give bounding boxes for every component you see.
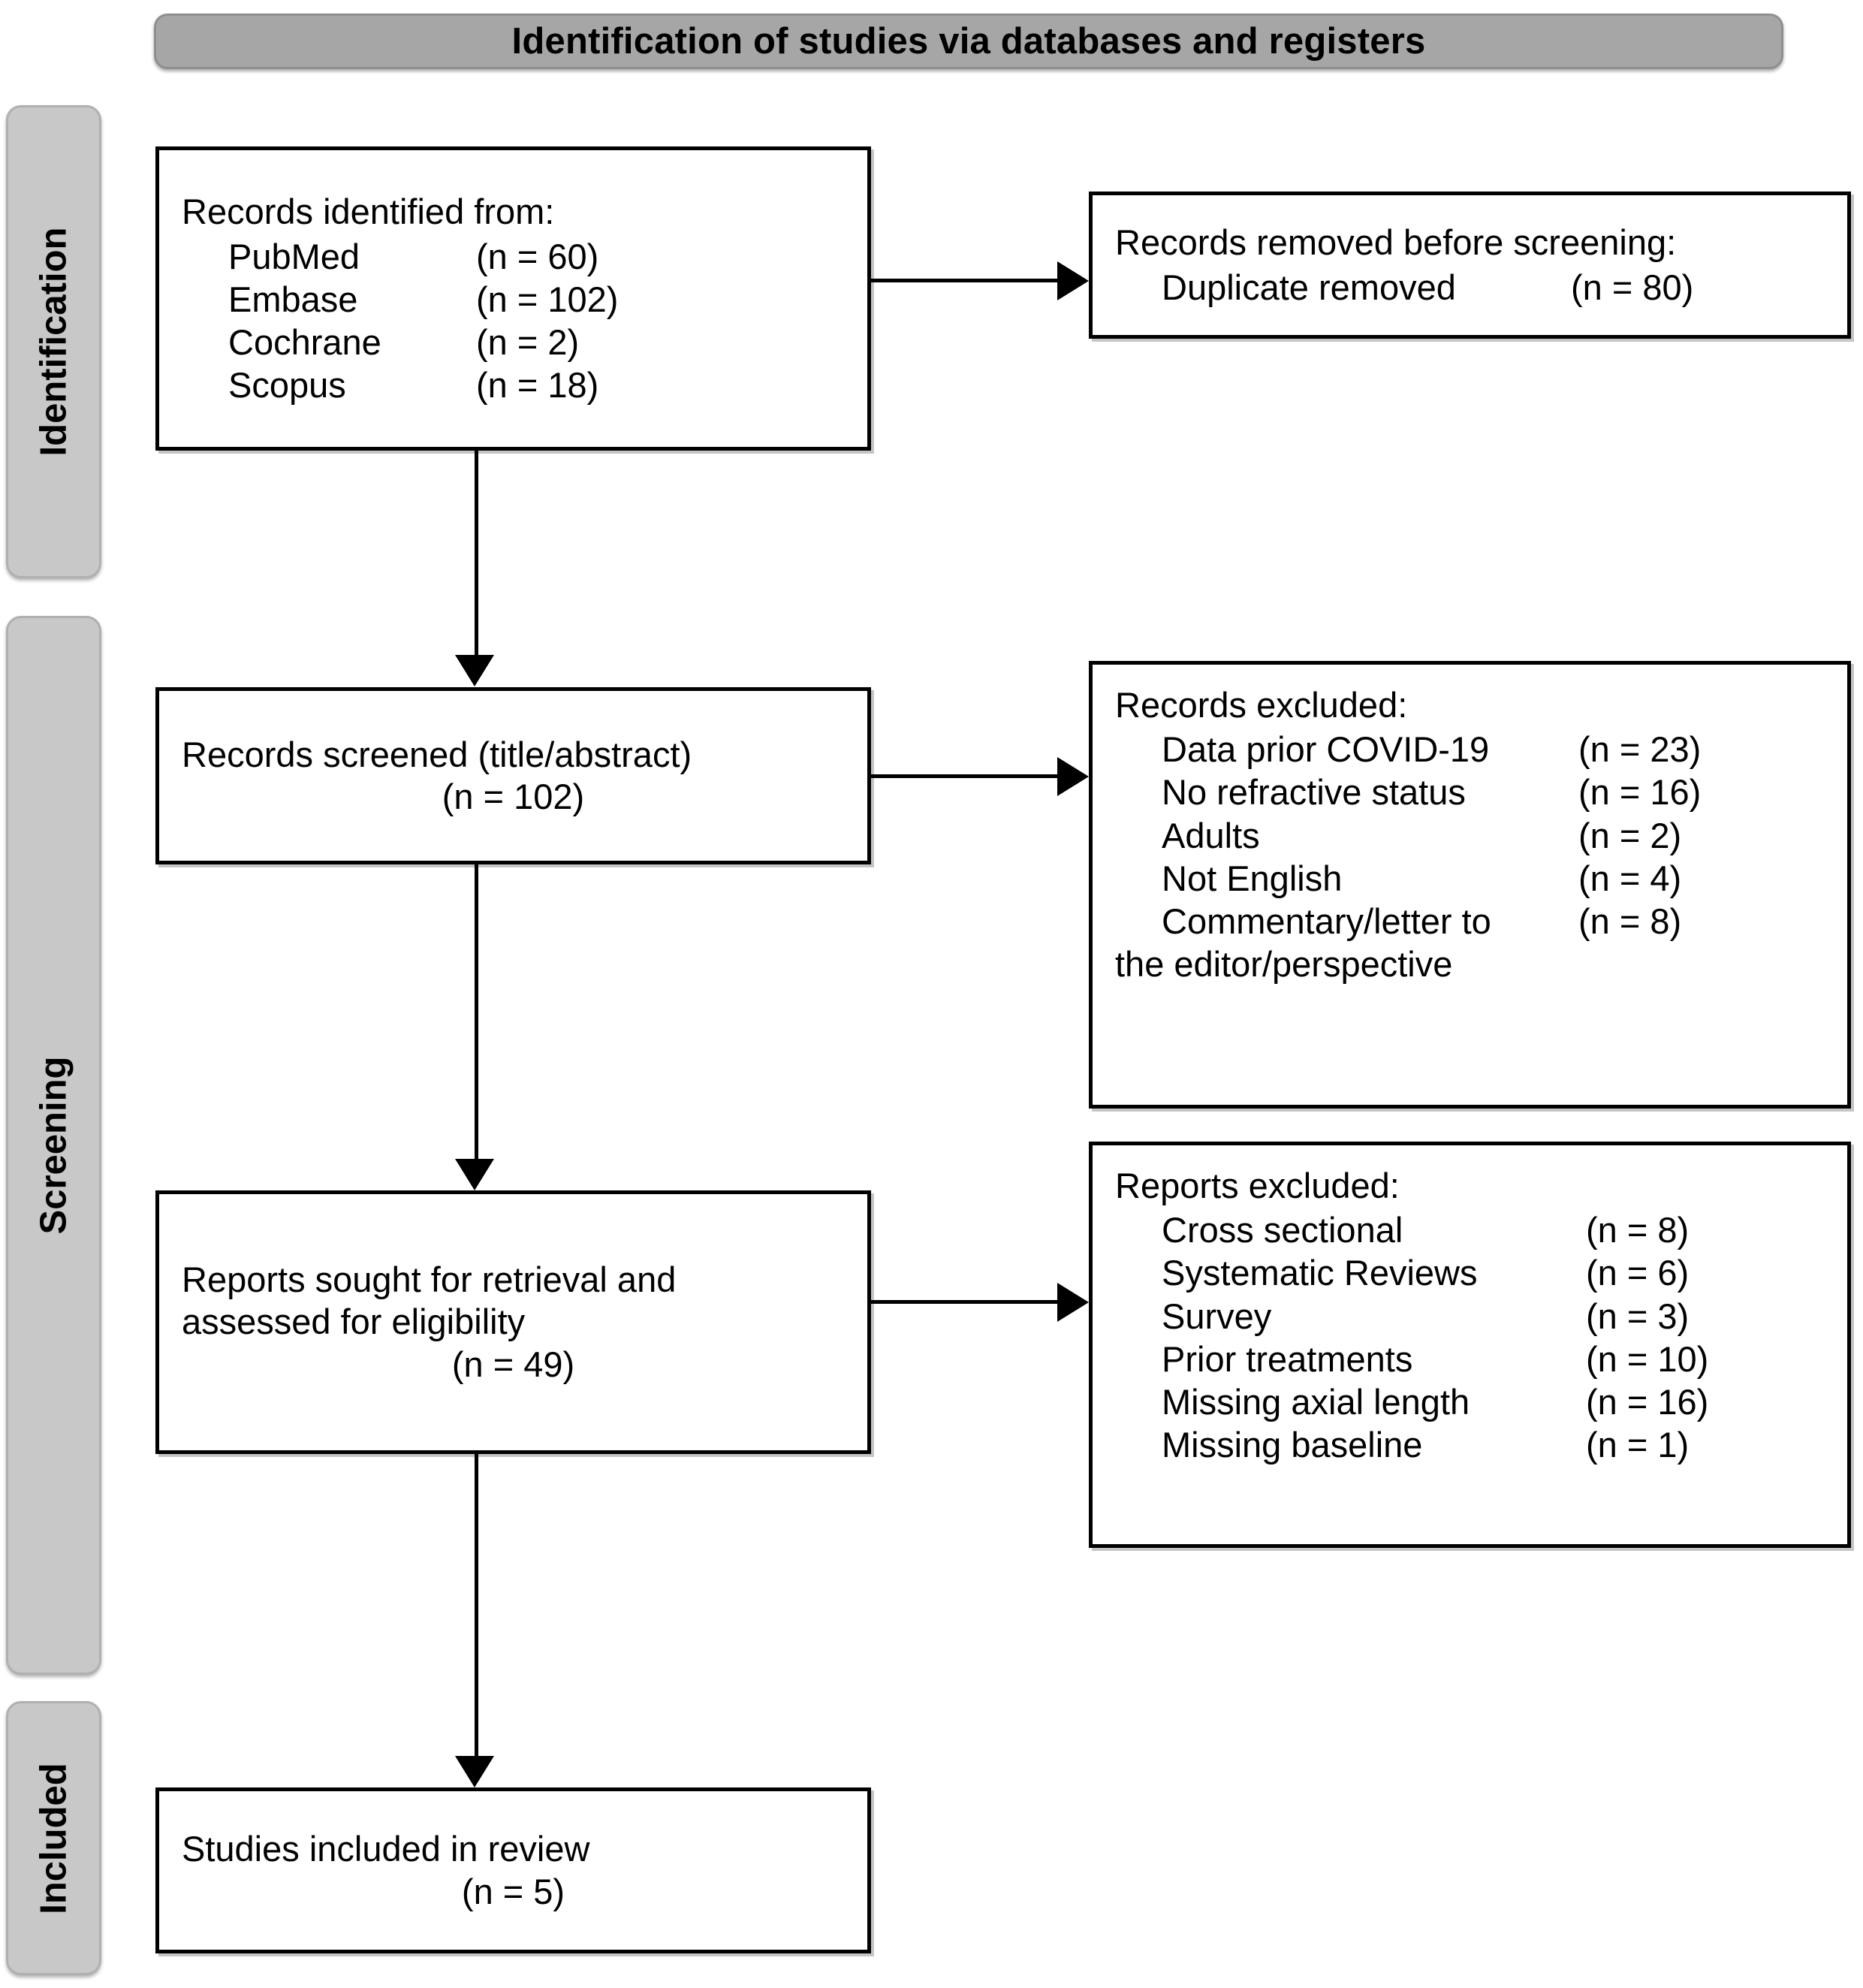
connector-sought-to-included-arrowhead	[455, 1756, 494, 1787]
box-records-removed-reasons: Duplicate removed (n = 80)	[1115, 266, 1825, 309]
reason-label: Missing axial length	[1162, 1381, 1470, 1422]
reason-label: Adults	[1162, 815, 1260, 855]
box-records-identified: Records identified from: PubMed (n = 60)…	[155, 146, 871, 451]
stage-label-identification: Identification	[33, 227, 74, 457]
connector-sought-to-included-line	[475, 1454, 478, 1756]
reason-count: (n = 3)	[1586, 1296, 1690, 1336]
box-studies-included-count: (n = 5)	[461, 1871, 565, 1911]
reason-count: (n = 2)	[1578, 815, 1682, 855]
reason-row: Survey (n = 3)	[1162, 1295, 1825, 1338]
reason-row: Adults (n = 2)	[1162, 814, 1825, 857]
reason-count: (n = 16)	[1578, 772, 1702, 813]
reason-count: (n = 8)	[1578, 900, 1682, 941]
reason-row: Missing baseline (n = 1)	[1162, 1423, 1825, 1466]
reason-row: Duplicate removed (n = 80)	[1162, 266, 1825, 309]
reason-label: Duplicate removed	[1162, 267, 1456, 307]
connector-screened-to-records-excluded-arrowhead	[1057, 757, 1089, 796]
source-row: Scopus (n = 18)	[228, 364, 845, 406]
connector-identified-to-screened-line	[475, 451, 478, 655]
connector-identified-to-removed-arrowhead	[1057, 261, 1089, 300]
box-records-screened-count: (n = 102)	[442, 777, 585, 816]
box-studies-included-title: Studies included in review	[182, 1829, 590, 1869]
box-records-excluded-title: Records excluded:	[1115, 685, 1408, 725]
box-reports-excluded-reasons: Cross sectional (n = 8) Systematic Revie…	[1115, 1208, 1825, 1466]
connector-identified-to-removed-line	[871, 279, 1060, 282]
box-records-removed-title: Records removed before screening:	[1115, 222, 1677, 263]
box-records-screened-title: Records screened (title/abstract)	[182, 734, 692, 774]
source-label: Embase	[228, 279, 358, 319]
source-row: Cochrane (n = 2)	[228, 321, 845, 364]
box-reports-sought: Reports sought for retrieval and assesse…	[155, 1190, 871, 1454]
source-label: Cochrane	[228, 321, 381, 362]
reason-row: No refractive status (n = 16)	[1162, 771, 1825, 813]
stage-rail-included: Included	[6, 1701, 101, 1975]
reason-count: (n = 4)	[1578, 858, 1682, 898]
reason-label: Systematic Reviews	[1162, 1253, 1478, 1293]
source-label: PubMed	[228, 236, 360, 276]
reason-label: Survey	[1162, 1296, 1272, 1336]
source-count: (n = 2)	[476, 321, 580, 362]
box-records-excluded-reasons: Data prior COVID-19 (n = 23) No refracti…	[1115, 728, 1825, 942]
phase-banner: Identification of studies via databases …	[154, 14, 1783, 69]
reason-count: (n = 10)	[1586, 1338, 1709, 1379]
stage-label-included: Included	[33, 1762, 74, 1914]
source-row: PubMed (n = 60)	[228, 235, 845, 278]
reason-label: No refractive status	[1162, 772, 1466, 813]
connector-screened-to-sought-line	[475, 864, 478, 1159]
reason-count: (n = 80)	[1571, 267, 1694, 307]
box-records-excluded: Records excluded: Data prior COVID-19 (n…	[1089, 661, 1851, 1109]
reason-label: Missing baseline	[1162, 1424, 1423, 1465]
reason-row: Systematic Reviews (n = 6)	[1162, 1251, 1825, 1294]
box-reports-excluded: Reports excluded: Cross sectional (n = 8…	[1089, 1142, 1851, 1548]
box-records-removed: Records removed before screening: Duplic…	[1089, 192, 1851, 339]
source-label: Scopus	[228, 364, 346, 405]
reason-label: Commentary/letter to	[1162, 900, 1491, 941]
reason-row: Data prior COVID-19 (n = 23)	[1162, 728, 1825, 771]
source-count: (n = 60)	[476, 236, 599, 276]
reason-label: Not English	[1162, 858, 1343, 898]
box-studies-included: Studies included in review (n = 5)	[155, 1787, 871, 1953]
reason-count: (n = 16)	[1586, 1381, 1709, 1422]
reason-row: Prior treatments (n = 10)	[1162, 1338, 1825, 1380]
phase-banner-title: Identification of studies via databases …	[511, 21, 1426, 62]
stage-label-screening: Screening	[33, 1056, 74, 1235]
reason-row: Not English (n = 4)	[1162, 857, 1825, 900]
reason-label: Prior treatments	[1162, 1338, 1413, 1379]
connector-identified-to-screened-arrowhead	[455, 655, 494, 686]
source-count: (n = 102)	[476, 279, 619, 319]
connector-sought-to-reports-excluded-arrowhead	[1057, 1283, 1089, 1322]
source-count: (n = 18)	[476, 364, 599, 405]
connector-screened-to-sought-arrowhead	[455, 1159, 494, 1190]
box-reports-sought-line2: assessed for eligibility	[182, 1302, 526, 1342]
box-records-excluded-continuation: the editor/perspective	[1115, 943, 1453, 984]
box-records-identified-sources: PubMed (n = 60) Embase (n = 102) Cochran…	[182, 235, 845, 406]
reason-label: Data prior COVID-19	[1162, 729, 1490, 770]
box-records-identified-title: Records identified from:	[182, 192, 555, 232]
box-reports-sought-line1: Reports sought for retrieval and	[182, 1259, 677, 1299]
stage-rail-screening: Screening	[6, 616, 101, 1675]
reason-count: (n = 1)	[1586, 1424, 1690, 1465]
reason-row: Cross sectional (n = 8)	[1162, 1208, 1825, 1251]
stage-rail-identification: Identification	[6, 105, 101, 578]
reason-count: (n = 6)	[1586, 1253, 1690, 1293]
reason-count: (n = 23)	[1578, 729, 1702, 770]
box-records-screened: Records screened (title/abstract) (n = 1…	[155, 687, 871, 864]
source-row: Embase (n = 102)	[228, 278, 845, 321]
box-reports-sought-count: (n = 49)	[451, 1344, 575, 1384]
reason-count: (n = 8)	[1586, 1210, 1690, 1250]
box-reports-excluded-title: Reports excluded:	[1115, 1166, 1400, 1205]
reason-row: Commentary/letter to (n = 8)	[1162, 900, 1825, 943]
reason-row: Missing axial length (n = 16)	[1162, 1380, 1825, 1423]
connector-screened-to-records-excluded-line	[871, 774, 1060, 778]
connector-sought-to-reports-excluded-line	[871, 1300, 1060, 1304]
reason-label: Cross sectional	[1162, 1210, 1403, 1250]
